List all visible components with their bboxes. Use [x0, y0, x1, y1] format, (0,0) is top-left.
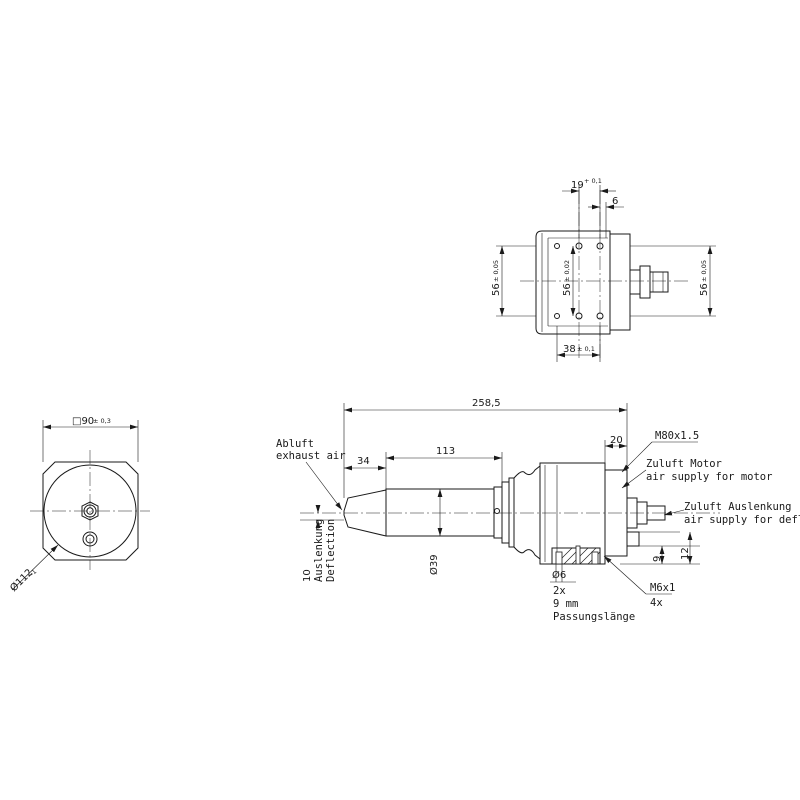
label-auslenkung: Auslenkung: [313, 519, 325, 582]
top-flange: [609, 233, 631, 331]
label-2x: 2x: [553, 585, 566, 597]
dim-dia39: Ø39: [428, 554, 440, 575]
label-exhaust: exhaust air: [276, 450, 346, 462]
dim-19-tol: + 0,1: [584, 177, 602, 185]
dim-38: 38: [563, 344, 576, 355]
top-view: 19 + 0,1 6 56 ± 0,05 56 ± 0,02 56 ± 0,05: [491, 177, 716, 362]
label-zuluft-ausl: Zuluft Auslenkung: [684, 501, 791, 513]
dim-258: 258,5: [472, 398, 501, 409]
fitting-icon: [81, 501, 99, 521]
dia112-tol: -1: [28, 568, 38, 578]
dim-9: 9: [652, 556, 663, 562]
dim-56-right: 56: [699, 283, 710, 296]
dim-113: 113: [436, 446, 455, 457]
dim-34: 34: [357, 456, 370, 467]
square-flange-outline: [42, 461, 139, 561]
dim-6: 6: [612, 196, 618, 207]
dim-56-mid-tol: ± 0,02: [563, 260, 571, 282]
dim-12: 12: [680, 547, 691, 560]
dim-10: 10: [302, 569, 313, 582]
label-abluft: Abluft: [276, 438, 314, 450]
dim-38-tol: ± 0,1: [577, 345, 595, 353]
clamp-profile: [513, 464, 541, 561]
side-fitting: [626, 497, 666, 547]
label-4x: 4x: [650, 597, 663, 609]
end-view: □90 ± 0,3 Ø112 -1: [8, 416, 150, 594]
top-body-outline: [535, 230, 611, 335]
dim-19: 19: [571, 180, 584, 191]
dim-56-right-tol: ± 0,05: [700, 260, 708, 282]
label-9mm: 9 mm: [553, 598, 578, 610]
hatched-section: [551, 545, 601, 565]
label-zuluft-motor: Zuluft Motor: [646, 458, 722, 470]
label-air-defl: air supply for deflection: [684, 514, 800, 526]
dim-dia6: Ø6: [552, 569, 566, 581]
square-dim-tol: ± 0,3: [93, 417, 111, 425]
label-deflection: Deflection: [325, 519, 337, 582]
dim-20: 20: [610, 435, 623, 446]
square-dim-label: □90: [72, 416, 94, 427]
port-icon: [82, 531, 98, 547]
label-air-motor: air supply for motor: [646, 471, 772, 483]
label-m80: M80x1.5: [655, 430, 699, 442]
dim-56-left: 56: [491, 283, 502, 296]
label-m6: M6x1: [650, 582, 675, 594]
side-view: 258,5 113 34 20 M80x1.5 Zuluft Motor air…: [276, 398, 800, 623]
dim-56-left-tol: ± 0,05: [492, 260, 500, 282]
top-fitting: [629, 265, 669, 299]
dim-56-mid: 56: [562, 283, 573, 296]
label-passung: Passungslänge: [553, 611, 635, 623]
